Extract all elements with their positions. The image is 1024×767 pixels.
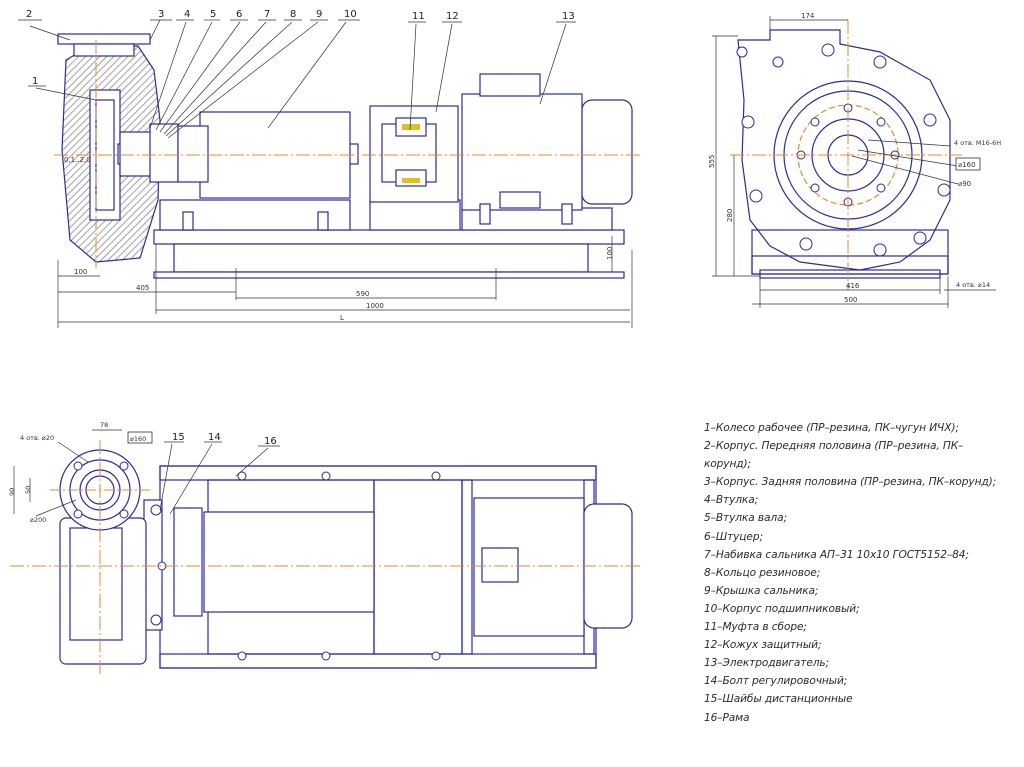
legend-item: 11–Муфта в сборе; (704, 621, 807, 634)
legend-item: 15–Шайбы дистанционные (704, 693, 853, 706)
side-d90: ⌀90 (958, 180, 971, 188)
callout-1: 1 (32, 76, 38, 87)
side-d160: ⌀160 (958, 161, 976, 169)
dim-100-left: 100 (74, 268, 87, 276)
callout-15: 15 (172, 432, 185, 443)
legend-item: 7–Набивка сальника АП–31 10х10 ГОСТ5152–… (704, 548, 969, 561)
side-bolt-holes (736, 43, 951, 257)
side-dimensions (712, 16, 996, 308)
callout-13: 13 (562, 11, 575, 22)
legend-item: 4–Втулка; (704, 494, 759, 507)
callout-11: 11 (412, 11, 425, 22)
callout-3: 3 (158, 9, 164, 20)
callout-6: 6 (236, 9, 242, 20)
callout-8: 8 (290, 9, 296, 20)
side-d160-frame (955, 157, 981, 171)
callout-14: 14 (208, 432, 221, 443)
top-dim-50: 50 (24, 486, 32, 494)
callout-16: 16 (264, 436, 277, 447)
legend-item: 1–Колесо рабочее (ПР–резина, ПК–чугун ИЧ… (704, 422, 959, 434)
callout-9: 9 (316, 9, 322, 20)
dim-590: 590 (356, 290, 369, 298)
legend-item: 14–Болт регулировочный; (704, 675, 848, 688)
top-dim-78: 78 (100, 421, 108, 429)
side-dim-416: 416 (846, 282, 860, 290)
front-dimensions (57, 236, 633, 328)
gap-note: 0,1..2,0 (64, 156, 91, 164)
legend-item: 3–Корпус. Задняя половина (ПР–резина, ПК… (704, 476, 997, 489)
legend-item: 10–Корпус подшипниковый; (704, 602, 860, 615)
side-holes-14: 4 отв. ⌀14 (956, 281, 990, 289)
top-dim-90: 90 (8, 488, 16, 496)
top-bolt-holes (73, 461, 441, 661)
legend-item: 16–Рама (704, 711, 750, 724)
callout-5: 5 (210, 9, 216, 20)
callout-7: 7 (264, 9, 270, 20)
dim-L: L (340, 314, 344, 322)
top-view (59, 449, 633, 669)
top-holes-20: 4 отв. ⌀20 (20, 434, 54, 442)
callout-2: 2 (26, 9, 32, 20)
dim-405: 405 (136, 284, 149, 292)
legend-item: 2–Корпус. Передняя половина (ПР–резина, … (704, 440, 964, 471)
legend-item: 5–Втулка вала; (704, 512, 787, 525)
legend-item: 6–Штуцер; (704, 530, 763, 543)
dim-100-vertical: 100 (606, 247, 614, 260)
legend-item: 13–Электродвигатель; (704, 657, 830, 670)
callout-10: 10 (344, 9, 357, 20)
top-d160-frame (127, 431, 153, 444)
side-dim-500: 500 (844, 296, 857, 304)
front-view (57, 33, 633, 279)
legend-item: 8–Кольцо резиновое; (704, 566, 821, 579)
legend-item: 12–Кожух защитный; (704, 639, 822, 652)
callout-12: 12 (446, 11, 459, 22)
callout-4: 4 (184, 9, 190, 20)
side-dim-280: 280 (726, 209, 734, 222)
top-d160: ⌀160 (130, 435, 146, 443)
top-d200: ⌀200 (30, 516, 46, 524)
front-leaders (18, 19, 576, 139)
side-dim-174: 174 (801, 12, 815, 20)
parts-legend: 1–Колесо рабочее (ПР–резина, ПК–чугун ИЧ… (704, 419, 1004, 727)
legend-item: 9–Крышка сальника; (704, 584, 819, 597)
top-dimensions (13, 429, 280, 517)
dim-1000: 1000 (366, 302, 384, 310)
side-dim-555: 555 (708, 155, 716, 168)
side-holes-m16: 4 отв. М16-6Н (954, 139, 1001, 147)
